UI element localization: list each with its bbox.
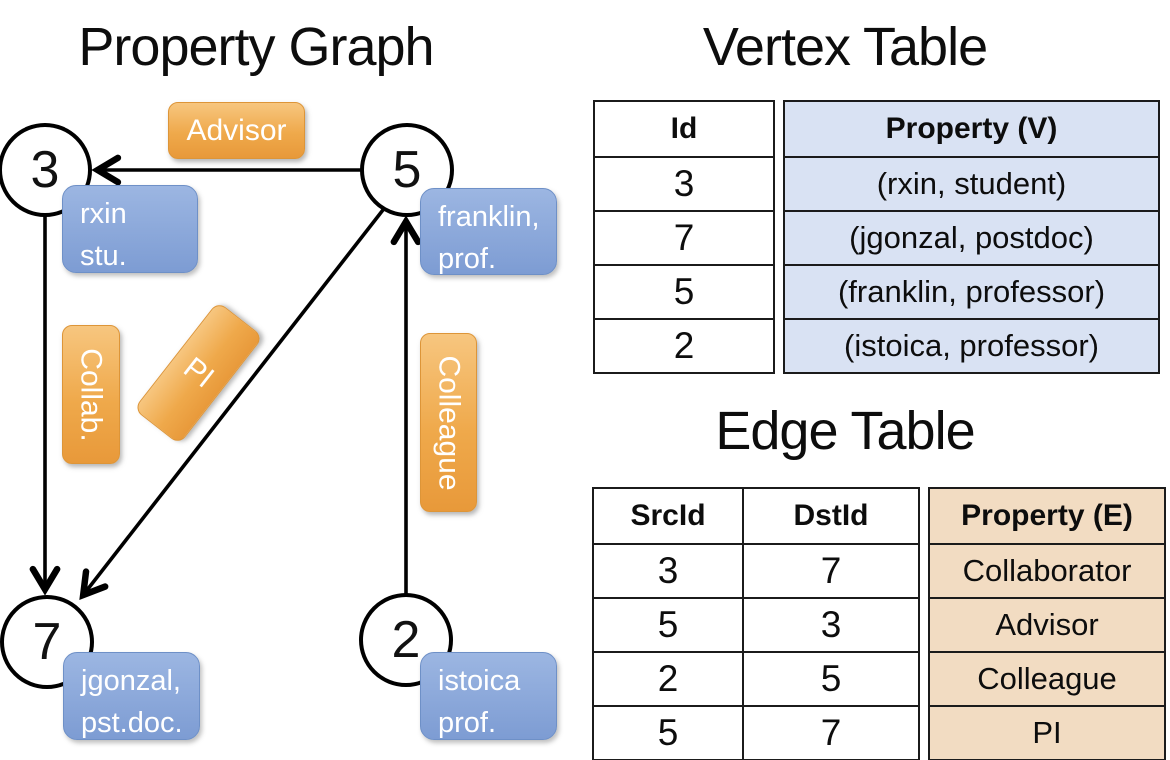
edge-label-colleague: Colleague	[420, 333, 477, 512]
graph-node-2: 2	[359, 593, 453, 687]
vertex-property-box-5: franklin, prof.	[420, 188, 557, 275]
column-header-srcid: SrcId	[630, 499, 706, 532]
node-label: 2	[391, 611, 421, 669]
vertex-property-line: prof.	[438, 707, 497, 740]
column-header-dstid: DstId	[793, 499, 869, 532]
table-cell: 2	[594, 651, 742, 705]
edge-label-collab: Collab.	[62, 325, 120, 464]
table-cell: 7	[744, 543, 918, 597]
column-header-property-v: Property (V)	[885, 112, 1058, 145]
graph-node-5: 5	[360, 123, 454, 217]
table-cell: (istoica, professor)	[785, 318, 1158, 372]
table-cell: 7	[595, 210, 773, 264]
table-cell: (jgonzal, postdoc)	[785, 210, 1158, 264]
edge-label-text: PI	[177, 350, 221, 395]
table-cell: Collaborator	[930, 543, 1164, 597]
vertex-property-line: franklin,	[438, 201, 540, 233]
edge-table-srcid-column: SrcId 3 5 2 5	[592, 487, 742, 760]
edge-label-text: Collab.	[75, 347, 109, 442]
vertex-property-line: istoica	[438, 665, 521, 697]
vertex-table-title: Vertex Table	[702, 17, 988, 77]
property-graph-title: Property Graph	[78, 17, 434, 77]
table-cell: 5	[744, 651, 918, 705]
vertex-table: Id 3 7 5 2 Property (V) (rxin, student) …	[593, 100, 1160, 374]
edge-label-advisor: Advisor	[168, 102, 305, 159]
edge-table-title: Edge Table	[715, 401, 975, 461]
column-header-id: Id	[670, 112, 698, 145]
table-cell: PI	[930, 705, 1164, 759]
vertex-property-box-2: istoica prof.	[420, 652, 557, 740]
edge-label-text: Advisor	[186, 113, 287, 147]
vertex-property-line: rxin	[80, 198, 127, 230]
table-cell: Colleague	[930, 651, 1164, 705]
edge-table-property-column: Property (E) Collaborator Advisor Collea…	[928, 487, 1166, 760]
table-cell: 7	[744, 705, 918, 759]
edge-table: SrcId 3 5 2 5 DstId 7 3 5 7 Property (E)…	[592, 487, 1166, 760]
node-label: 7	[32, 613, 62, 671]
table-cell: 5	[594, 705, 742, 759]
vertex-table-id-column: Id 3 7 5 2	[593, 100, 775, 374]
table-cell: 5	[595, 264, 773, 318]
table-cell: Advisor	[930, 597, 1164, 651]
table-cell: (rxin, student)	[785, 156, 1158, 210]
vertex-property-box-7: jgonzal, pst.doc.	[63, 652, 200, 740]
vertex-table-property-column: Property (V) (rxin, student) (jgonzal, p…	[783, 100, 1160, 374]
table-cell: 2	[595, 318, 773, 372]
vertex-property-line: pst.doc.	[81, 707, 183, 740]
vertex-property-line: jgonzal,	[81, 665, 181, 697]
table-cell: 3	[594, 543, 742, 597]
column-header-property-e: Property (E)	[961, 499, 1133, 532]
table-cell: 3	[595, 156, 773, 210]
edge-line-5-to-7	[79, 204, 388, 601]
vertex-property-line: prof.	[438, 243, 497, 276]
node-label: 3	[30, 141, 60, 199]
vertex-property-box-3: rxin stu.	[62, 185, 198, 273]
edge-table-dstid-column: DstId 7 3 5 7	[742, 487, 920, 760]
node-label: 5	[392, 141, 422, 199]
table-cell: 5	[594, 597, 742, 651]
graph-edges-layer	[29, 154, 422, 601]
edge-label-text: Colleague	[432, 354, 466, 491]
table-cell: 3	[744, 597, 918, 651]
table-cell: (franklin, professor)	[785, 264, 1158, 318]
vertex-property-line: stu.	[80, 240, 127, 273]
